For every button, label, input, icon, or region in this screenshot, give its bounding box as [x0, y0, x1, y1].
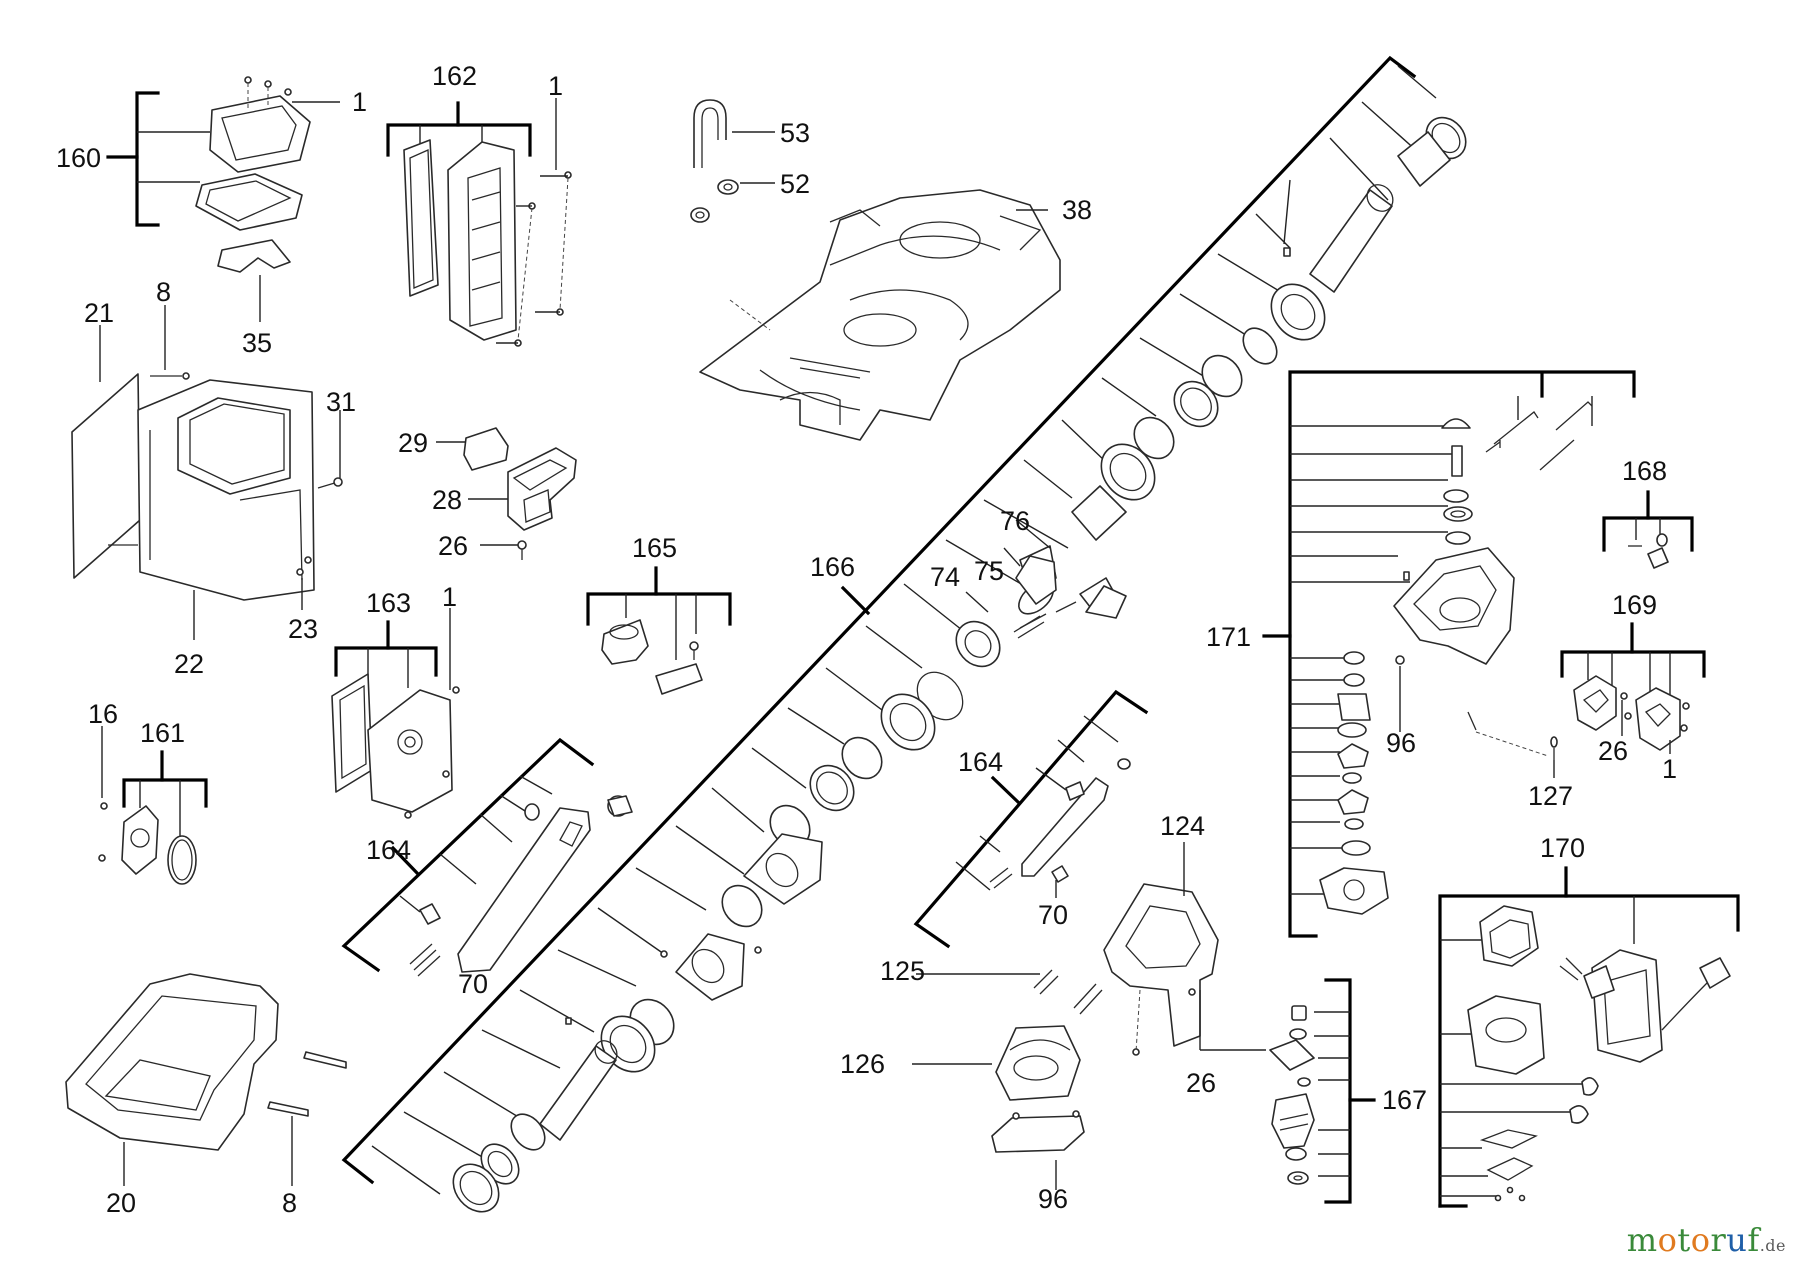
callout-35: 35 [242, 328, 272, 358]
part-group-165 [586, 566, 732, 695]
callout-1-top: 1 [352, 87, 367, 117]
callout-1-plate: 1 [442, 582, 457, 612]
watermark-letter: o [1657, 1221, 1678, 1259]
callout-26-switch: 26 [438, 531, 468, 561]
callout-1-frame: 1 [548, 71, 563, 101]
part-group-171 [1262, 370, 1636, 938]
callout-164-right: 164 [958, 747, 1003, 777]
callout-169: 169 [1612, 590, 1657, 620]
callout-16: 16 [88, 699, 118, 729]
callout-168: 168 [1622, 456, 1667, 486]
callout-76: 76 [1000, 506, 1030, 536]
callout-127: 127 [1528, 781, 1573, 811]
callout-96-right: 96 [1386, 728, 1416, 758]
part-group-164-left [341, 737, 633, 977]
part-housing-38 [699, 189, 1061, 441]
part-clamp-126 [912, 969, 1103, 1190]
callout-26-right: 26 [1598, 736, 1628, 766]
part-group-167 [1199, 978, 1376, 1204]
part-group-161 [98, 726, 208, 885]
callout-53: 53 [780, 118, 810, 148]
watermark-letter: u [1726, 1221, 1748, 1259]
callout-26-motor: 26 [1186, 1068, 1216, 1098]
callout-166: 166 [810, 552, 855, 582]
callout-70-left: 70 [458, 969, 488, 999]
callout-165: 165 [632, 533, 677, 563]
callout-167: 167 [1382, 1085, 1427, 1115]
callout-22: 22 [174, 649, 204, 679]
part-group-162 [386, 98, 572, 347]
callout-126: 126 [840, 1049, 885, 1079]
callout-31: 31 [326, 387, 356, 417]
callout-96-bottom: 96 [1038, 1184, 1068, 1214]
watermark-brand: motoruf [1627, 1221, 1760, 1259]
part-group-170 [1438, 866, 1740, 1208]
callout-29: 29 [398, 428, 428, 458]
callout-52: 52 [780, 169, 810, 199]
callout-70-right: 70 [1038, 900, 1068, 930]
watermark-letter: t [1677, 1221, 1691, 1259]
callout-170: 170 [1540, 833, 1585, 863]
callout-20: 20 [106, 1188, 136, 1218]
part-group-160 [106, 76, 340, 322]
watermark-letter: m [1626, 1221, 1658, 1259]
callout-8-bottom: 8 [282, 1188, 297, 1218]
callout-1-right: 1 [1662, 754, 1677, 784]
part-group-163 [331, 608, 460, 819]
part-group-169 [1467, 622, 1706, 778]
part-u-bolt-53 [690, 99, 775, 223]
part-group-164-right [913, 689, 1149, 949]
callout-163: 163 [366, 588, 411, 618]
callout-171: 171 [1206, 622, 1251, 652]
callout-75: 75 [974, 556, 1004, 586]
callout-28: 28 [432, 485, 462, 515]
part-body-box-22 [71, 305, 343, 640]
watermark-suffix: .de [1759, 1236, 1786, 1255]
callout-125: 125 [880, 956, 925, 986]
watermark-letter: r [1710, 1221, 1727, 1259]
part-handle-124 [1103, 842, 1219, 1056]
part-group-74-76 [965, 519, 1127, 639]
callout-38: 38 [1062, 195, 1092, 225]
watermark-letter: f [1747, 1221, 1760, 1259]
watermark-letter: o [1690, 1221, 1711, 1259]
callout-23: 23 [288, 614, 318, 644]
part-switch-28-29 [436, 427, 577, 560]
callout-124: 124 [1160, 811, 1205, 841]
callout-74: 74 [930, 562, 960, 592]
callout-21: 21 [84, 298, 114, 328]
part-tray-20 [65, 973, 347, 1186]
callout-8-top: 8 [156, 277, 171, 307]
callout-160: 160 [56, 143, 101, 173]
motoruf-watermark: motoruf.de [1627, 1221, 1786, 1259]
part-group-168 [1602, 490, 1694, 569]
callout-161: 161 [140, 718, 185, 748]
callout-162: 162 [432, 61, 477, 91]
callout-164-left: 164 [366, 835, 411, 865]
